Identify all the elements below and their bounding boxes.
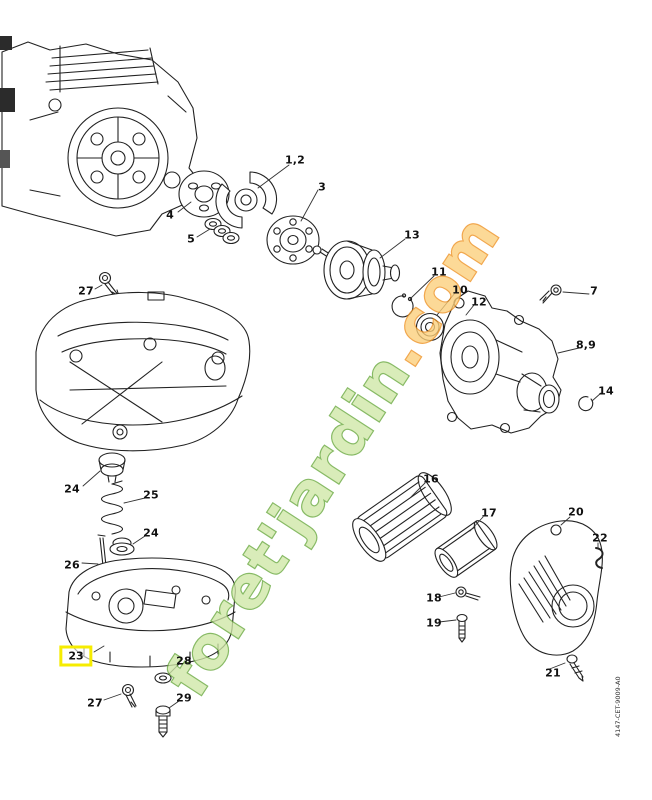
bearing-10 <box>415 312 445 342</box>
part-label-25: 25 <box>143 488 159 502</box>
engine-assembly <box>0 36 198 237</box>
housing-shell <box>35 291 251 452</box>
part-label-21: 21 <box>545 666 561 680</box>
part-label-26: 26 <box>64 558 80 572</box>
part-label-8-9: 8,9 <box>575 338 597 352</box>
part-label-4: 4 <box>166 208 174 222</box>
gear-housing-8-9 <box>439 290 562 434</box>
part-label-23: 23 <box>68 649 84 663</box>
screw-27-bottom <box>121 683 137 708</box>
part-label-19: 19 <box>426 616 442 630</box>
part-label-27-bottom: 27 <box>87 696 103 710</box>
screw-21 <box>566 654 584 682</box>
valve-24-top <box>98 452 126 483</box>
part-label-16: 16 <box>423 472 439 486</box>
clutch-shoes-1-2 <box>215 171 278 229</box>
part-label-24-top: 24 <box>64 482 80 496</box>
part-label-1-2: 1,2 <box>284 153 306 167</box>
part-label-12: 12 <box>471 295 487 309</box>
ring-14 <box>578 396 594 412</box>
clutch-drum-13 <box>323 240 401 300</box>
part-label-10: 10 <box>452 283 468 297</box>
part-label-20: 20 <box>568 505 584 519</box>
part-label-14: 14 <box>598 384 614 398</box>
highlight-box-23[interactable]: 23 <box>59 645 93 667</box>
cap-24-bottom <box>109 537 135 556</box>
part-label-18: 18 <box>426 591 442 605</box>
spring-washers-5 <box>204 217 240 245</box>
sleeve-17 <box>434 520 498 578</box>
ribbed-drum-16 <box>352 472 452 562</box>
part-label-5: 5 <box>187 232 195 246</box>
screw-18 <box>455 586 481 601</box>
washer-28 <box>154 672 172 684</box>
part-label-13: 13 <box>404 228 420 242</box>
cover-20 <box>509 520 603 656</box>
bolt-29 <box>155 705 171 738</box>
spring-25 <box>100 480 124 535</box>
part-label-28: 28 <box>176 654 192 668</box>
leader-lines <box>81 164 602 709</box>
clutch-carrier-3 <box>266 215 339 265</box>
doc-code: 4147-CET-9009-A0 <box>614 676 622 737</box>
screw-19 <box>456 613 468 643</box>
part-label-27-top: 27 <box>78 284 94 298</box>
part-label-7: 7 <box>590 284 598 298</box>
screw-7 <box>539 284 562 304</box>
circlip-11 <box>391 293 414 318</box>
part-label-24-mid: 24 <box>143 526 159 540</box>
part-label-3: 3 <box>318 180 326 194</box>
part-label-17: 17 <box>481 506 497 520</box>
part-label-22: 22 <box>592 531 608 545</box>
clip-22 <box>595 547 604 569</box>
part-label-29: 29 <box>176 691 192 705</box>
part-label-11: 11 <box>431 265 447 279</box>
